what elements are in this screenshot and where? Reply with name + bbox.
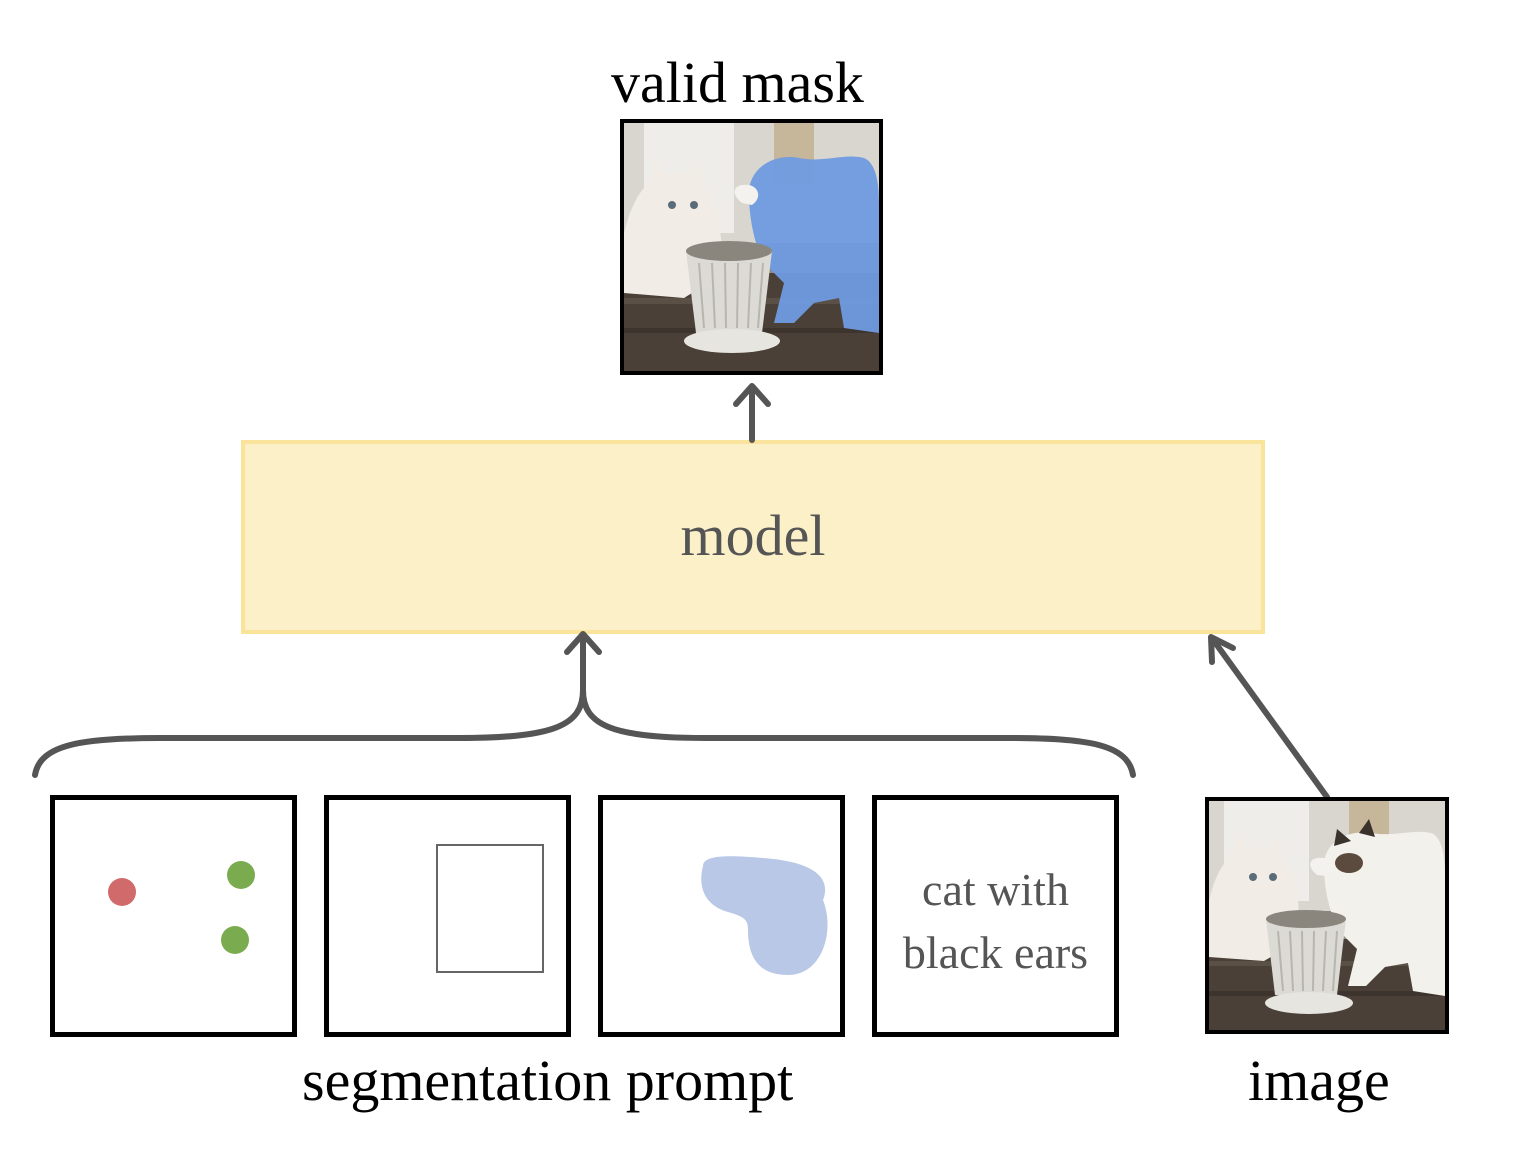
segmentation-prompt-label: segmentation prompt: [302, 1048, 794, 1113]
model-block: model: [241, 440, 1265, 634]
positive-point: [227, 861, 255, 889]
cat-photo: [1209, 801, 1445, 1030]
image-label: image: [1248, 1048, 1390, 1113]
positive-point: [221, 926, 249, 954]
arrow-head-up-model: [564, 631, 602, 655]
mask-prompt-box: [598, 795, 845, 1037]
text-prompt-box: cat with black ears: [872, 795, 1119, 1037]
arrow-head-image: [1208, 634, 1236, 665]
mask-blob: [701, 856, 828, 975]
box-prompt-box: [324, 795, 571, 1037]
arrow-head-up-mask: [733, 383, 771, 407]
point-prompt-box: [50, 795, 297, 1037]
arrow-image-to-model: [1211, 638, 1330, 800]
valid-mask-title: valid mask: [611, 50, 864, 115]
masked-cat-photo: [624, 123, 879, 371]
prompt-brace: [32, 687, 1136, 778]
text-prompt: cat with black ears: [902, 864, 1089, 978]
bounding-box-prompt: [436, 844, 544, 973]
input-image: [1205, 797, 1449, 1034]
valid-mask-image: [620, 119, 883, 375]
negative-point: [108, 878, 136, 906]
model-label: model: [680, 502, 826, 568]
